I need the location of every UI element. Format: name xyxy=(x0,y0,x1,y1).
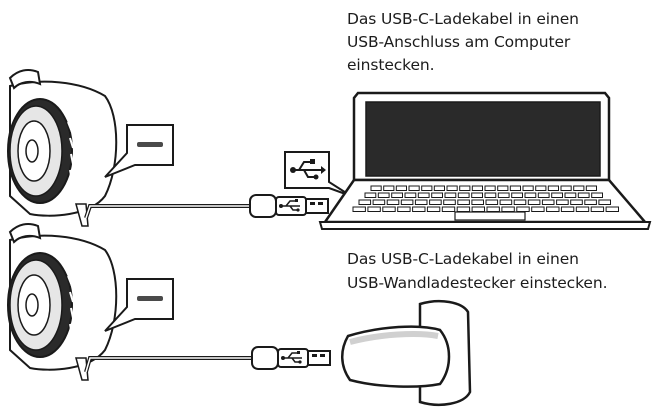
keyboard-key xyxy=(426,206,441,212)
wall-charger-icon xyxy=(341,300,472,406)
keyboard-key xyxy=(522,185,534,191)
keyboard-key xyxy=(501,206,515,212)
keyboard-key xyxy=(471,206,486,212)
keyboard-key xyxy=(457,199,470,205)
keyboard-key xyxy=(537,192,550,198)
keyboard-key xyxy=(485,199,499,205)
keyboard-key xyxy=(404,192,417,198)
keyboard-key xyxy=(484,192,497,198)
keyboard-key xyxy=(414,199,428,205)
keyboard-key xyxy=(556,199,569,205)
keyboard-key xyxy=(584,199,597,205)
keyboard-key xyxy=(524,192,537,198)
keyboard-key xyxy=(560,206,575,212)
keyboard-key xyxy=(443,199,456,205)
keyboard-key xyxy=(497,192,510,198)
keyboard-key xyxy=(397,206,411,212)
keyboard-key xyxy=(471,192,484,198)
keyboard-key xyxy=(431,192,444,198)
keyboard-key xyxy=(535,185,547,191)
keyboard-key xyxy=(511,192,524,198)
keyboard-key xyxy=(497,185,509,191)
keyboard-key xyxy=(573,185,585,191)
keyboard-key xyxy=(547,185,559,191)
keyboard-key xyxy=(456,206,471,212)
keyboard-key xyxy=(471,185,483,191)
keyboard-key xyxy=(352,206,366,212)
keyboard-key xyxy=(513,199,527,205)
usb-a-plug-icon xyxy=(249,194,329,218)
keyboard-key xyxy=(446,185,458,191)
keyboard-key xyxy=(358,199,372,205)
wall-charging-caption: Das USB-C-Ladekabel in einen USB-Wandlad… xyxy=(347,247,608,295)
keyboard-key xyxy=(367,206,381,212)
keyboard-key xyxy=(382,206,396,212)
keyboard-key xyxy=(527,199,541,205)
keyboard-key xyxy=(585,185,597,191)
charging-cable xyxy=(84,204,250,219)
keyboard-key xyxy=(364,192,377,198)
keyboard-key xyxy=(591,192,604,198)
caption-line: einstecken. xyxy=(347,56,435,74)
keyboard-key xyxy=(383,185,395,191)
caption-line: USB-Anschluss am Computer xyxy=(347,33,571,51)
usb-a-plug-icon xyxy=(251,346,331,370)
keyboard-key xyxy=(560,185,572,191)
laptop-icon xyxy=(318,91,652,230)
keyboard-key xyxy=(421,185,433,191)
keyboard-key xyxy=(457,192,470,198)
keyboard-key xyxy=(551,192,564,198)
keyboard-key xyxy=(598,199,612,205)
keyboard-key xyxy=(531,206,545,212)
headset-icon xyxy=(7,69,118,227)
keyboard-key xyxy=(395,185,407,191)
keyboard-key xyxy=(370,185,382,191)
keyboard-key xyxy=(412,206,426,212)
keyboard-key xyxy=(441,206,456,212)
keyboard-key xyxy=(590,206,605,212)
caption-line: USB-Wandladestecker einstecken. xyxy=(347,274,608,292)
keyboard-key xyxy=(575,206,590,212)
keyboard-key xyxy=(541,199,555,205)
computer-charging-caption: Das USB-C-Ladekabel in einen USB-Anschlu… xyxy=(347,8,579,77)
keyboard-key xyxy=(391,192,404,198)
keyboard-key xyxy=(546,206,560,212)
caption-line: Das USB-C-Ladekabel in einen xyxy=(347,10,579,28)
keyboard-key xyxy=(564,192,577,198)
keyboard-key xyxy=(516,206,530,212)
keyboard-key xyxy=(408,185,420,191)
keyboard-key xyxy=(471,199,484,205)
keyboard-key xyxy=(444,192,457,198)
keyboard-key xyxy=(417,192,430,198)
keyboard-key xyxy=(459,185,471,191)
caption-line: Das USB-C-Ladekabel in einen xyxy=(347,250,579,268)
keyboard-key xyxy=(433,185,445,191)
usb-icon xyxy=(284,151,352,197)
keyboard-key xyxy=(377,192,390,198)
keyboard-key xyxy=(486,206,500,212)
keyboard-key xyxy=(429,199,442,205)
keyboard-key xyxy=(605,206,619,212)
keyboard-key xyxy=(484,185,496,191)
keyboard-key xyxy=(577,192,590,198)
keyboard-key xyxy=(386,199,400,205)
keyboard-key xyxy=(372,199,386,205)
keyboard-key xyxy=(499,199,513,205)
keyboard-key xyxy=(400,199,414,205)
keyboard-key xyxy=(570,199,583,205)
keyboard-key xyxy=(509,185,521,191)
charging-cable xyxy=(84,356,252,373)
